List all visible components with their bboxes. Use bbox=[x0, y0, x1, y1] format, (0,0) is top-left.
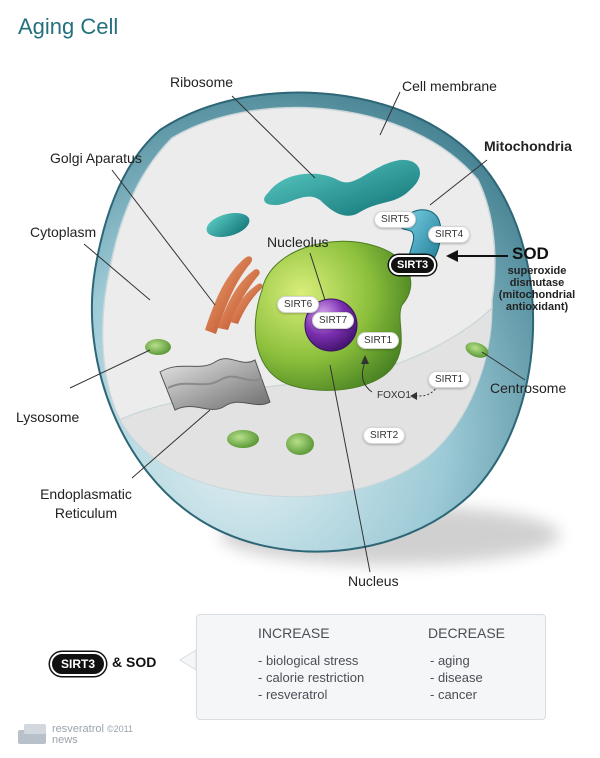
label-mitochondria: Mitochondria bbox=[484, 138, 572, 154]
sirt1-to-foxo1-arrow bbox=[414, 385, 439, 397]
sod-arrow-head bbox=[446, 250, 458, 262]
brand-year: ©2011 bbox=[107, 724, 134, 734]
sirt1-arrow-head bbox=[410, 392, 417, 400]
label-lysosome: Lysosome bbox=[16, 409, 80, 425]
label-centrosome: Centrosome bbox=[490, 380, 567, 396]
pill-sirt7: SIRT7 bbox=[312, 312, 355, 329]
er-shape-2 bbox=[167, 375, 263, 389]
er-shape bbox=[159, 358, 271, 411]
label-er: Endoplasmatic Reticulum bbox=[36, 486, 136, 521]
foxo1-arrow-head bbox=[361, 355, 369, 364]
page-title: Aging Cell bbox=[18, 14, 119, 39]
vesicle-1 bbox=[227, 430, 259, 448]
sod-desc-line: superoxide bbox=[507, 265, 567, 277]
label-foxo1: FOXO1 bbox=[377, 390, 411, 401]
decrease-list: - aging - disease - cancer bbox=[430, 652, 483, 703]
centrosome-shape bbox=[465, 342, 489, 358]
increase-list: - biological stress - calorie restrictio… bbox=[258, 652, 364, 703]
increase-title: INCREASE bbox=[258, 625, 330, 641]
pill-sirt3: SIRT3 bbox=[389, 255, 437, 275]
decrease-item: - cancer bbox=[430, 687, 477, 702]
label-golgi: Golgi Aparatus bbox=[50, 150, 142, 166]
sod-desc-line: (mitochondrial bbox=[498, 289, 576, 301]
brand-sub: news bbox=[52, 734, 78, 746]
label-nucleus: Nucleus bbox=[348, 573, 399, 589]
label-sod: SOD bbox=[512, 244, 549, 263]
sod-desc-line: dismutase bbox=[509, 277, 565, 289]
increase-item: - calorie restriction bbox=[258, 670, 365, 685]
golgi-shape-3 bbox=[230, 283, 263, 324]
brand-name: resveratrol bbox=[52, 723, 104, 735]
ribosome-shape bbox=[264, 159, 421, 216]
increase-item: - biological stress bbox=[258, 653, 359, 668]
increase-item: - resveratrol bbox=[258, 687, 328, 702]
legend-callout-pointer bbox=[179, 649, 197, 671]
legend-sirt3-pill: SIRT3 bbox=[50, 652, 107, 676]
pill-sirt6: SIRT6 bbox=[277, 296, 320, 313]
label-er-line: Endoplasmatic bbox=[40, 486, 132, 502]
brand-logo: resveratrol ©2011 news bbox=[52, 724, 133, 746]
legend-box bbox=[196, 614, 546, 720]
pill-sirt4: SIRT4 bbox=[428, 226, 471, 243]
golgi-shape-2 bbox=[218, 269, 260, 330]
label-nucleolus: Nucleolus bbox=[267, 234, 329, 250]
cell-lower-cut bbox=[119, 306, 493, 498]
label-er-line: Reticulum bbox=[54, 505, 118, 521]
sod-description: superoxide dismutase (mitochondrial anti… bbox=[492, 265, 582, 313]
brand-logo-shape-2 bbox=[24, 724, 46, 734]
legend-and-sod: & SOD bbox=[112, 654, 157, 670]
label-cytoplasm: Cytoplasm bbox=[30, 224, 97, 240]
pill-sirt5: SIRT5 bbox=[374, 211, 417, 228]
lysosome-shape bbox=[145, 339, 171, 355]
pill-sirt1-nucleus: SIRT1 bbox=[357, 332, 400, 349]
label-cell-membrane: Cell membrane bbox=[402, 78, 497, 94]
decrease-title: DECREASE bbox=[428, 625, 506, 641]
golgi-shape bbox=[205, 256, 253, 334]
decrease-item: - disease bbox=[430, 670, 483, 685]
sod-desc-line: antioxidant) bbox=[505, 301, 569, 313]
vesicle-2 bbox=[286, 433, 314, 455]
foxo1-to-sirt1-arrow bbox=[361, 361, 373, 393]
leader-lines bbox=[69, 91, 526, 573]
decrease-item: - aging bbox=[430, 653, 470, 668]
ribosome-small bbox=[206, 212, 250, 238]
label-ribosome: Ribosome bbox=[170, 74, 234, 90]
pill-sirt2: SIRT2 bbox=[363, 427, 406, 444]
pill-sirt1-cytoplasm: SIRT1 bbox=[428, 371, 471, 388]
